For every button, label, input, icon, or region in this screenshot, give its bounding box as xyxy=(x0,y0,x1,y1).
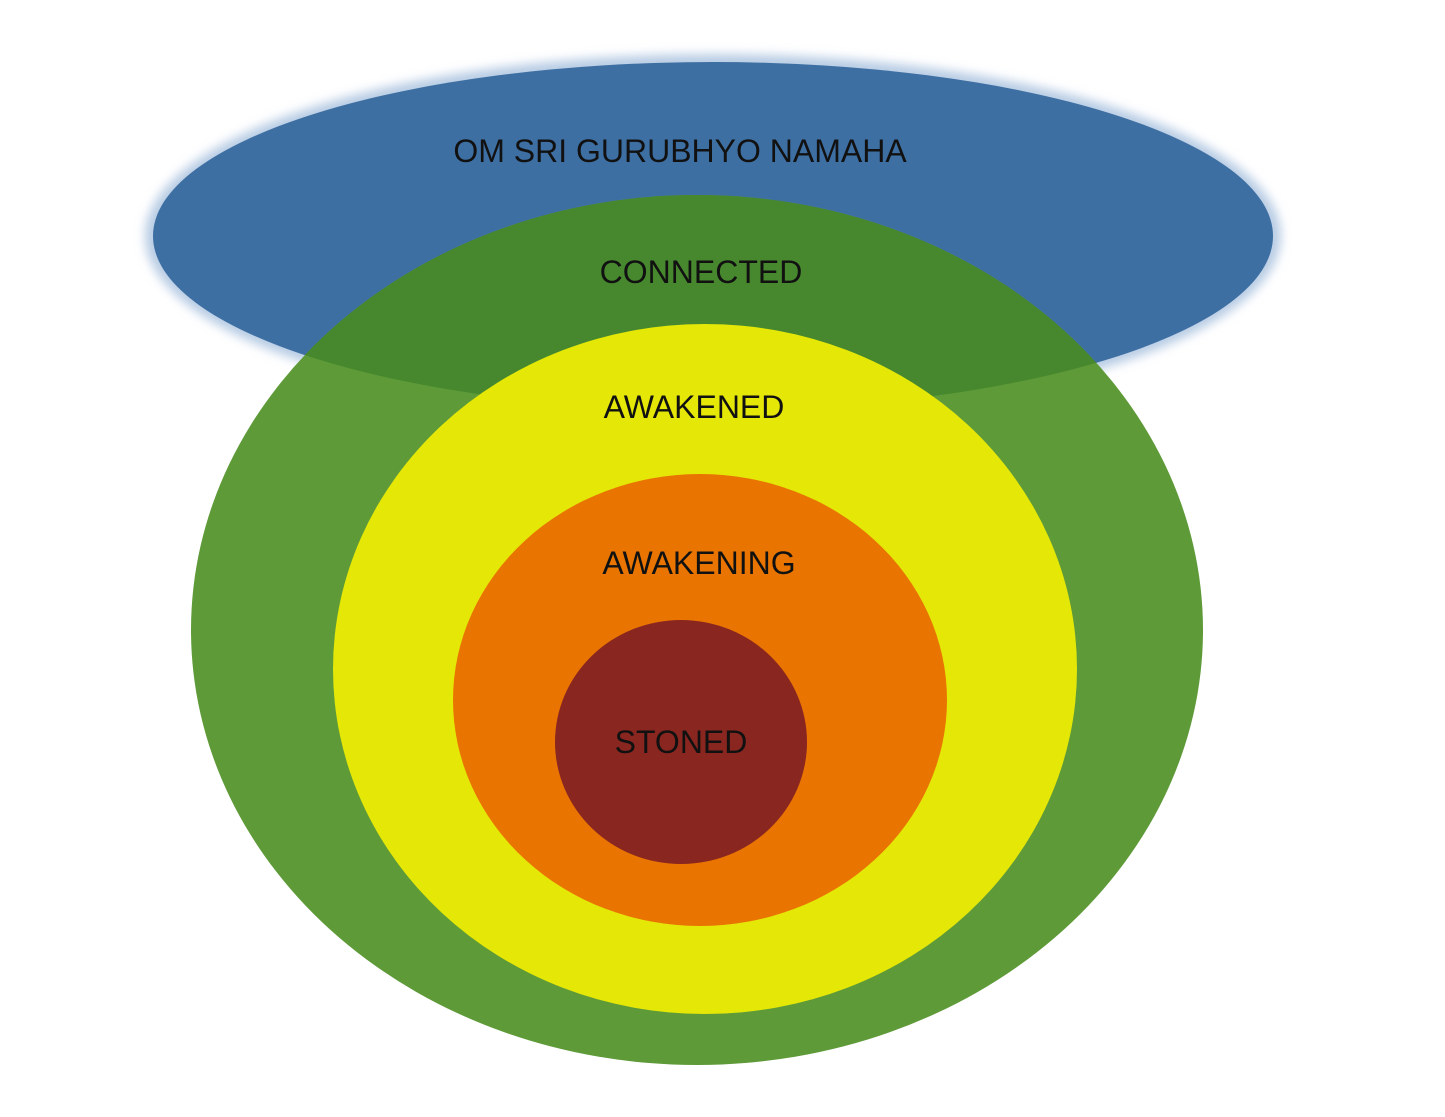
awakened-label: AWAKENED xyxy=(604,389,785,425)
connected-label: CONNECTED xyxy=(600,254,803,290)
stoned-circle xyxy=(555,620,807,864)
om-label: OM SRI GURUBHYO NAMAHA xyxy=(453,133,907,169)
awakening-label: AWAKENING xyxy=(602,545,795,581)
stoned-label: STONED xyxy=(615,724,748,760)
